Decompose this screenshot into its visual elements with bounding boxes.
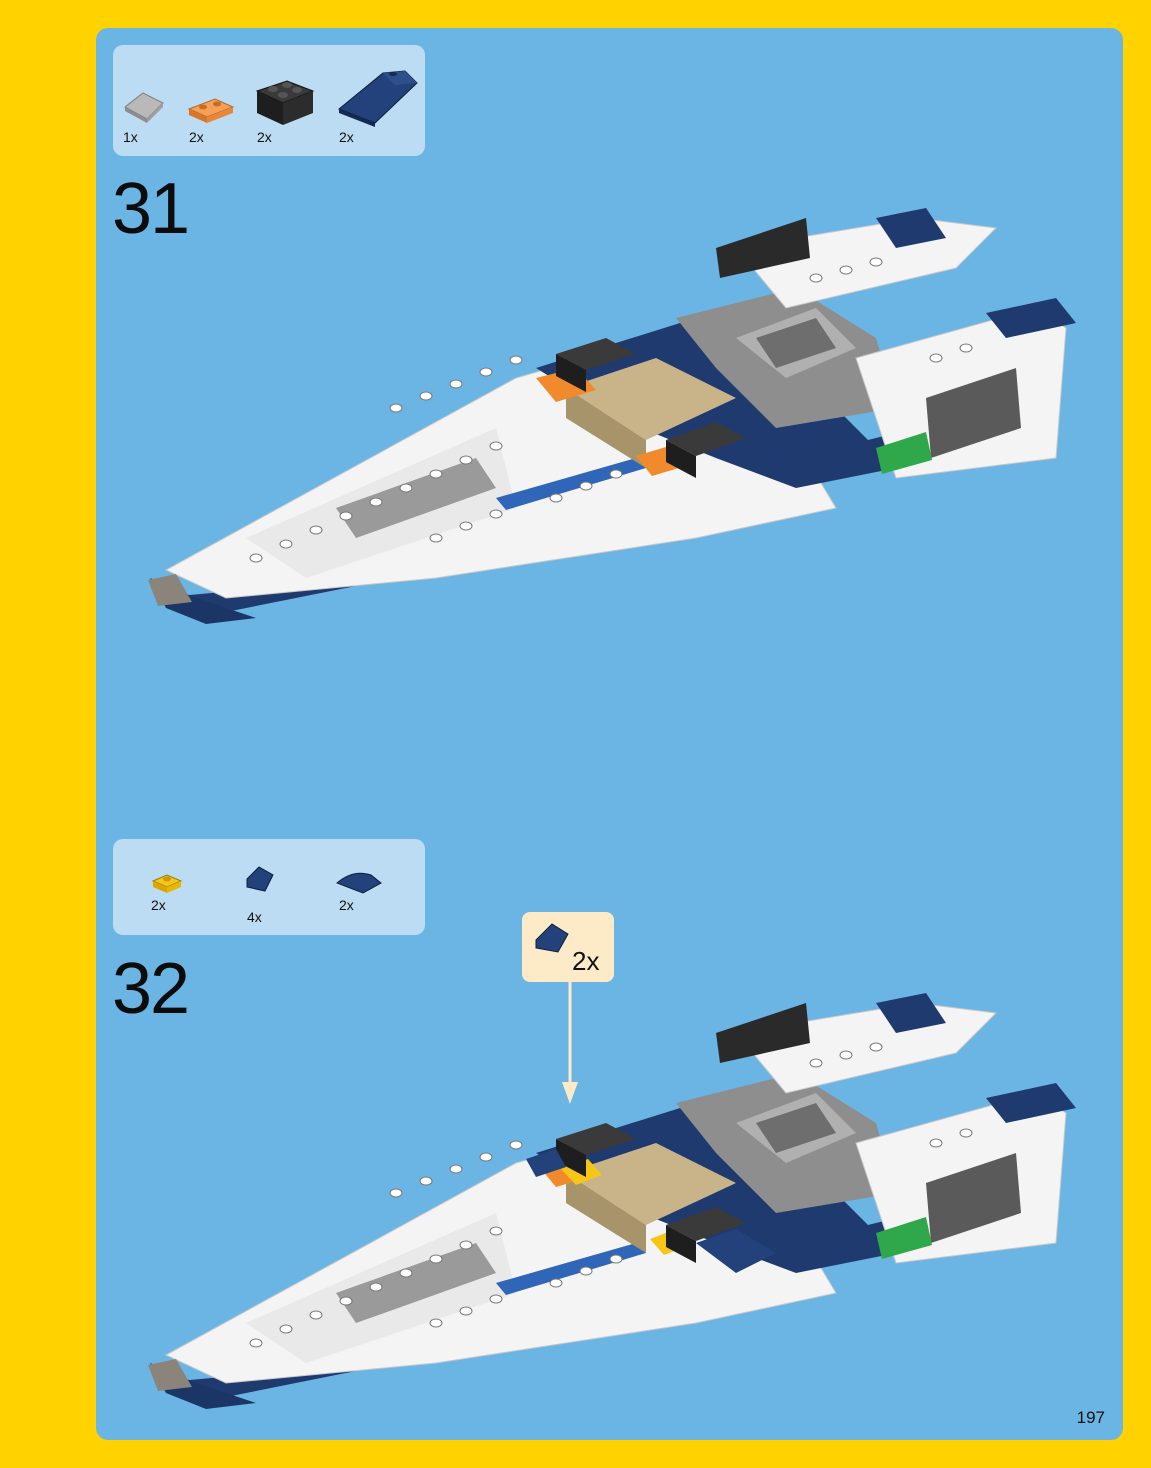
part-qty: 4x [247, 909, 262, 925]
slope-1x1-dark-blue-icon [241, 861, 281, 897]
parts-list-step-32: 2x 4x 2x [113, 839, 425, 935]
instruction-page: 1x 2x 2x 2x 31 [96, 28, 1123, 1440]
plate-1x1-yellow-icon [149, 869, 185, 897]
part-qty: 2x [339, 129, 354, 145]
curved-slope-dark-blue-icon [333, 867, 385, 899]
part-qty: 2x [257, 129, 272, 145]
part-qty: 2x [151, 897, 166, 913]
brick-2x2-black-icon [253, 73, 317, 129]
spaceship-model-step-32 [136, 963, 1086, 1423]
slope-dark-blue-icon [335, 65, 423, 129]
parts-list-step-31: 1x 2x 2x 2x [113, 45, 425, 156]
spaceship-model-step-31 [136, 178, 1086, 638]
slope-light-gray-icon [121, 85, 169, 125]
page-number: 197 [1077, 1408, 1105, 1428]
plate-1x2-orange-icon [185, 95, 237, 125]
part-qty: 1x [123, 129, 138, 145]
part-qty: 2x [339, 897, 354, 913]
part-qty: 2x [189, 129, 204, 145]
slope-1x1-dark-blue-icon [530, 918, 574, 958]
